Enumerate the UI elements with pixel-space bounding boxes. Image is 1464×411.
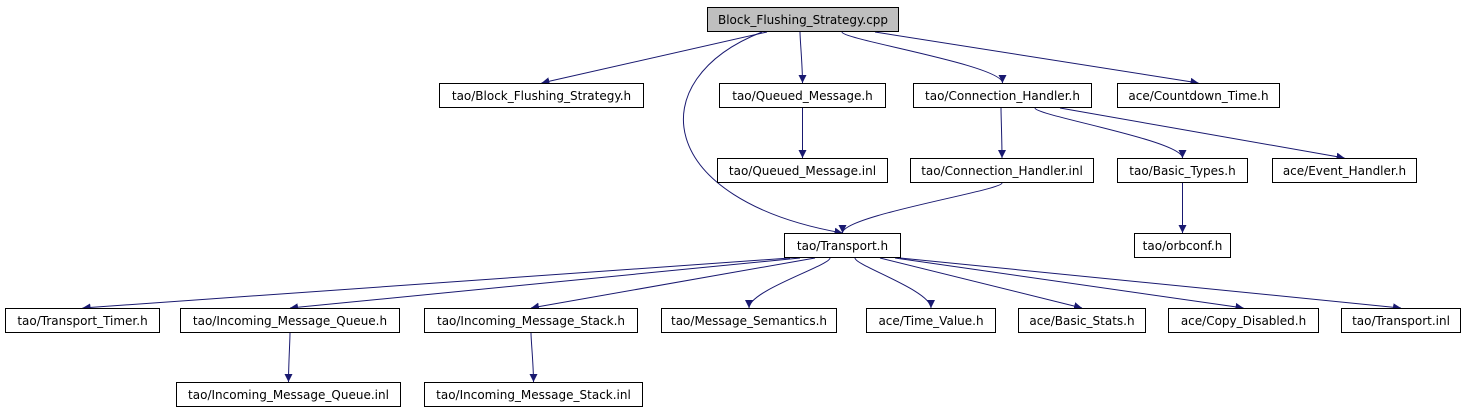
edge-imq_h-to-imq_inl [284,332,293,383]
edge-root-to-tr_h [682,31,843,236]
edge-tr_h-to-bs_h [879,257,1083,310]
edge-ch_inl-to-tr_h [838,182,1003,234]
edge-ims_h-to-ims_inl [529,332,538,383]
node-ace-event-handler-h: ace/Event_Handler.h [1272,158,1417,183]
edge-tr_h-to-cd_h [894,257,1244,311]
node-tao-queued-message-inl: tao/Queued_Message.inl [717,158,888,183]
node-block-flushing-strategy-cpp: Block_Flushing_Strategy.cpp [707,7,899,32]
node-tao-orbconf-h: tao/orbconf.h [1134,233,1231,258]
edge-tr_h-to-ims_h [530,257,816,311]
node-ace-countdown-time-h: ace/Countdown_Time.h [1117,83,1280,108]
edge-root-to-ch_h [841,31,1007,84]
node-tao-incoming-message-stack-inl: tao/Incoming_Message_Stack.inl [424,382,643,407]
node-tao-incoming-message-stack-h: tao/Incoming_Message_Stack.h [424,308,638,333]
node-ace-copy-disabled-h: ace/Copy_Disabled.h [1168,308,1319,333]
node-tao-transport-h: tao/Transport.h [784,233,901,258]
node-tao-incoming-message-queue-h: tao/Incoming_Message_Queue.h [180,308,400,333]
edge-ch_h-to-ch_inl [997,107,1006,159]
edge-root-to-ct_h [874,31,1199,86]
node-tao-basic-types-h: tao/Basic_Types.h [1117,158,1248,183]
edge-tr_h-to-imq_h [289,257,801,312]
edge-tr_h-to-tt_h [82,257,791,312]
edge-tr_h-to-tr_inl [899,257,1402,312]
node-ace-basic-stats-h: ace/Basic_Stats.h [1018,308,1146,333]
node-tao-message-semantics-h: tao/Message_Semantics.h [661,308,837,333]
node-tao-transport-inl: tao/Transport.inl [1341,308,1461,333]
node-tao-transport-timer-h: tao/Transport_Timer.h [5,308,160,333]
node-tao-queued-message-h: tao/Queued_Message.h [719,83,886,108]
edge-tr_h-to-tv_h [854,257,935,309]
node-tao-incoming-message-queue-inl: tao/Incoming_Message_Queue.inl [176,382,401,407]
edge-ch_h-to-bt_h [1034,107,1187,159]
node-tao-block-flushing-strategy-h: tao/Block_Flushing_Strategy.h [439,83,644,108]
node-tao-connection-handler-h: tao/Connection_Handler.h [913,83,1092,108]
node-ace-time-value-h: ace/Time_Value.h [866,308,996,333]
edge-tr_h-to-ms_h [745,257,831,309]
edge-ch_h-to-eh_h [1059,107,1345,161]
node-tao-connection-handler-inl: tao/Connection_Handler.inl [910,158,1094,183]
edge-root-to-qm_h [798,31,807,84]
edge-root-to-bfs_h [541,31,768,86]
